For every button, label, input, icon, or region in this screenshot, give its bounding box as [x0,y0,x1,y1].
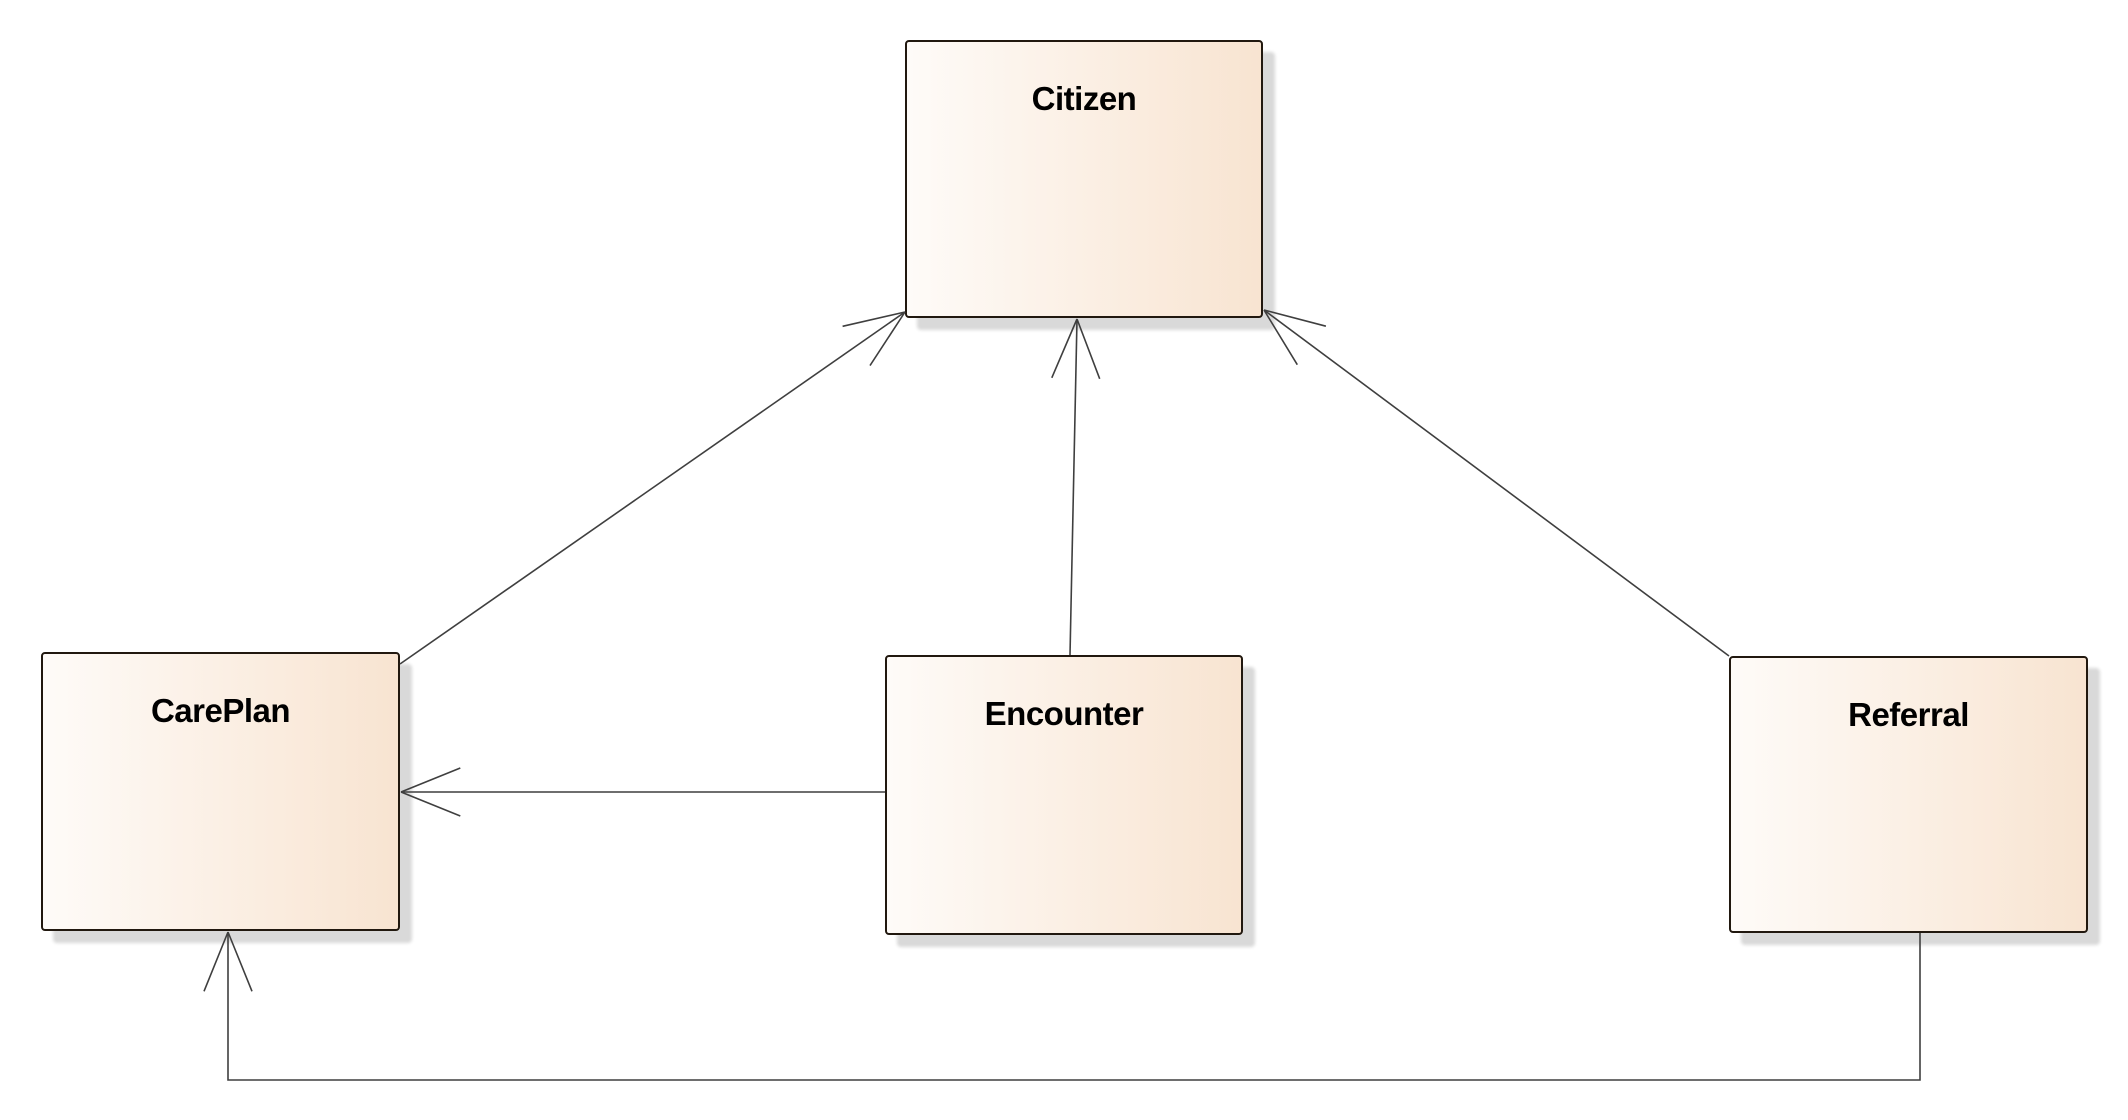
open-arrowhead-icon [1263,309,1327,366]
open-arrowhead-icon [842,311,906,367]
class-name-citizen: Citizen [1031,80,1137,117]
open-arrowhead-icon [400,767,461,817]
connector-encounter-to-citizen[interactable] [1051,318,1101,656]
connector-shaft [1263,309,1730,657]
class-name-encounter: Encounter [984,695,1144,732]
connector-referral-to-citizen[interactable] [1263,309,1730,657]
connector-shaft [227,932,1921,1081]
class-box-careplan[interactable]: CarePlan [41,652,400,931]
class-box-encounter[interactable]: Encounter [885,655,1243,935]
connector-referral-to-careplan[interactable] [203,931,1921,1081]
connector-careplan-to-citizen[interactable] [399,311,906,665]
class-box-referral[interactable]: Referral [1729,656,2088,933]
connector-encounter-to-careplan[interactable] [400,767,885,817]
connector-shaft [1069,318,1078,656]
class-name-referral: Referral [1848,696,1969,733]
connector-shaft [399,311,906,665]
class-name-careplan: CarePlan [150,692,291,729]
open-arrowhead-icon [1051,318,1101,380]
class-box-citizen[interactable]: Citizen [905,40,1263,318]
open-arrowhead-icon [203,931,253,992]
